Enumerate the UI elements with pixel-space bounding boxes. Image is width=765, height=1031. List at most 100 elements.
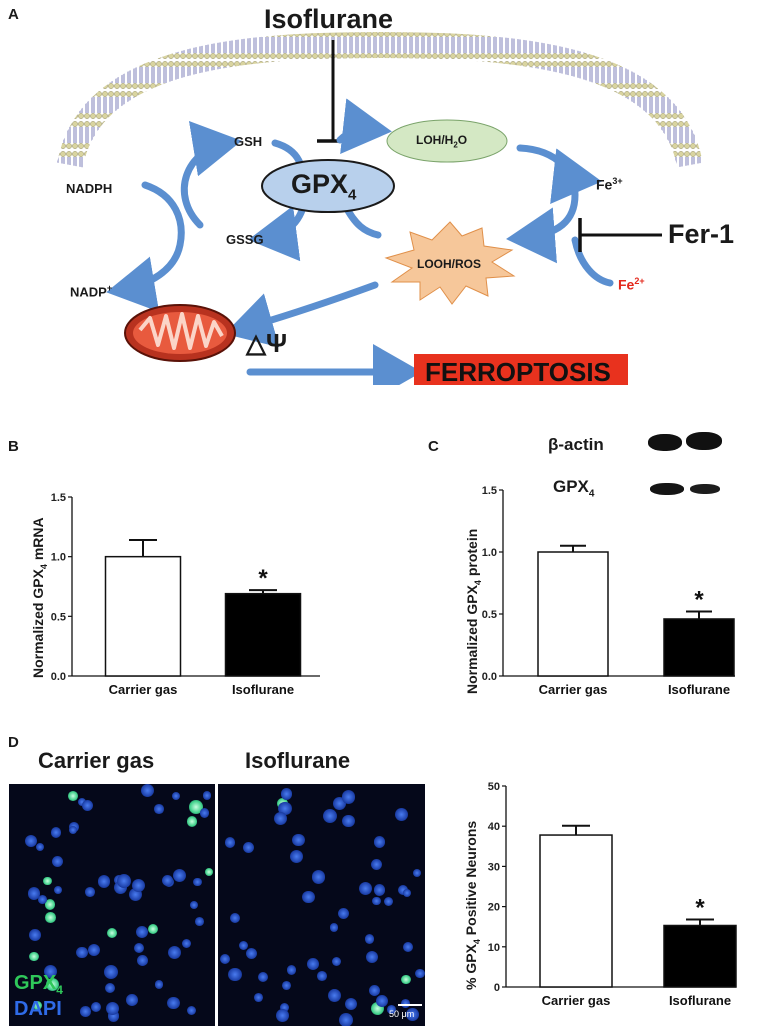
x-tick-label: Isoflurane — [232, 682, 294, 697]
dapi-nucleus — [27, 887, 41, 900]
x-tick-label: Isoflurane — [668, 682, 730, 697]
dapi-nucleus — [154, 804, 164, 814]
dapi-nucleus — [50, 827, 62, 838]
dapi-nucleus — [402, 941, 414, 953]
blot-band-actin-2 — [686, 432, 722, 450]
dapi-nucleus — [245, 947, 258, 960]
dapi-nucleus — [383, 896, 394, 907]
dapi-nucleus — [199, 808, 210, 818]
dapi-nucleus — [366, 951, 379, 964]
dapi-nucleus — [257, 972, 268, 983]
dapi-nucleus — [132, 878, 146, 892]
dapi-nucleus — [193, 878, 202, 887]
fe2-label: Fe2+ — [618, 276, 645, 293]
dapi-nucleus — [53, 885, 62, 894]
image-title-isoflurane: Isoflurane — [245, 748, 351, 773]
looh-node — [384, 221, 516, 305]
dapi-nucleus — [302, 890, 315, 904]
dapi-nucleus — [90, 1002, 101, 1013]
blot-gpx-label: GPX4 — [553, 477, 595, 500]
dapi-nucleus — [85, 887, 95, 898]
fe3-label: Fe3+ — [596, 176, 623, 193]
gpx4-positive-cell — [147, 923, 159, 934]
dapi-nucleus — [228, 967, 243, 982]
panel-c-letter: C — [428, 438, 439, 455]
gpx4-node — [261, 159, 395, 213]
y-tick-label: 20 — [488, 902, 500, 914]
gpx4-positive-cell — [45, 912, 56, 923]
panel-b-letter: B — [8, 438, 19, 455]
x-tick-label: Isoflurane — [669, 993, 731, 1008]
y-tick-label: 1.5 — [51, 492, 66, 504]
blot-actin-label: β-actin — [548, 435, 604, 454]
y-tick-label: 0.0 — [482, 671, 497, 683]
dapi-nucleus — [172, 868, 187, 883]
dapi-nucleus — [195, 917, 205, 926]
y-tick-label: 30 — [488, 861, 500, 873]
gssg-label: GSSG — [226, 232, 264, 247]
dapi-nucleus — [219, 954, 230, 965]
dapi-nucleus — [133, 943, 144, 954]
dapi-nucleus — [290, 850, 304, 864]
blot-band-gpx-1 — [650, 483, 684, 495]
y-tick-label: 0.0 — [51, 671, 66, 683]
y-tick-label: 50 — [488, 781, 500, 793]
dapi-nucleus — [25, 835, 38, 848]
dapi-nucleus — [189, 901, 198, 910]
dapi-nucleus — [125, 994, 138, 1006]
dapi-nucleus — [224, 837, 236, 848]
dapi-nucleus — [278, 802, 292, 816]
dapi-nucleus — [394, 807, 408, 821]
gpx4-positive-cell — [43, 876, 52, 886]
dapi-nucleus — [97, 875, 111, 888]
dapi-nucleus — [243, 842, 255, 854]
dapi-nucleus — [202, 791, 212, 801]
dapi-nucleus — [68, 825, 77, 834]
dapi-nucleus — [44, 965, 58, 978]
loh-node — [386, 119, 508, 163]
dapi-nucleus — [306, 958, 319, 971]
panel-a-letter: A — [8, 6, 19, 23]
dapi-nucleus — [80, 1006, 92, 1017]
y-tick-label: 0 — [494, 982, 500, 994]
dapi-nucleus — [281, 788, 293, 800]
blot-band-gpx-2 — [690, 484, 720, 494]
dapi-nucleus — [280, 1003, 290, 1013]
dapi-nucleus — [87, 943, 100, 957]
dapi-nucleus — [161, 874, 174, 887]
dapi-nucleus — [372, 897, 381, 906]
dapi-nucleus — [339, 1012, 354, 1026]
dapi-nucleus — [186, 1006, 196, 1016]
bar-carrier-gas — [104, 555, 182, 677]
isoflurane-label: Isoflurane — [264, 4, 394, 34]
dapi-nucleus — [181, 938, 192, 949]
bar-isoflurane — [663, 618, 735, 677]
dapi-nucleus — [273, 812, 287, 826]
bar-isoflurane — [663, 924, 737, 988]
gsh-label: GSH — [234, 134, 263, 149]
dapi-nucleus — [317, 970, 328, 981]
dapi-nucleus — [412, 868, 422, 878]
gpx4-label: GPX4 — [291, 169, 357, 204]
delta-psi-label: △Ψ — [246, 328, 288, 358]
dapi-nucleus — [51, 855, 64, 868]
gpx4-positive-cell — [44, 899, 56, 910]
gpx4-positive-cell — [400, 974, 411, 985]
scale-bar — [398, 1004, 422, 1006]
pathway-diagram — [57, 31, 703, 385]
y-tick-label: 1.0 — [482, 547, 497, 559]
dapi-nucleus — [364, 934, 375, 945]
gpx4-positive-cell — [189, 800, 203, 814]
dapi-nucleus — [338, 907, 350, 919]
dapi-nucleus — [106, 1002, 120, 1016]
nadp-label: NADP+ — [70, 283, 113, 300]
dapi-nucleus — [167, 945, 182, 960]
dapi-nucleus — [104, 965, 119, 979]
dapi-nucleus — [311, 870, 325, 884]
legend-gpx4: GPX4 — [14, 972, 63, 997]
dapi-nucleus — [373, 884, 386, 896]
y-tick-label: 1.5 — [482, 485, 497, 497]
scale-label: 50 μm — [389, 1009, 415, 1019]
dapi-nucleus — [35, 842, 44, 852]
